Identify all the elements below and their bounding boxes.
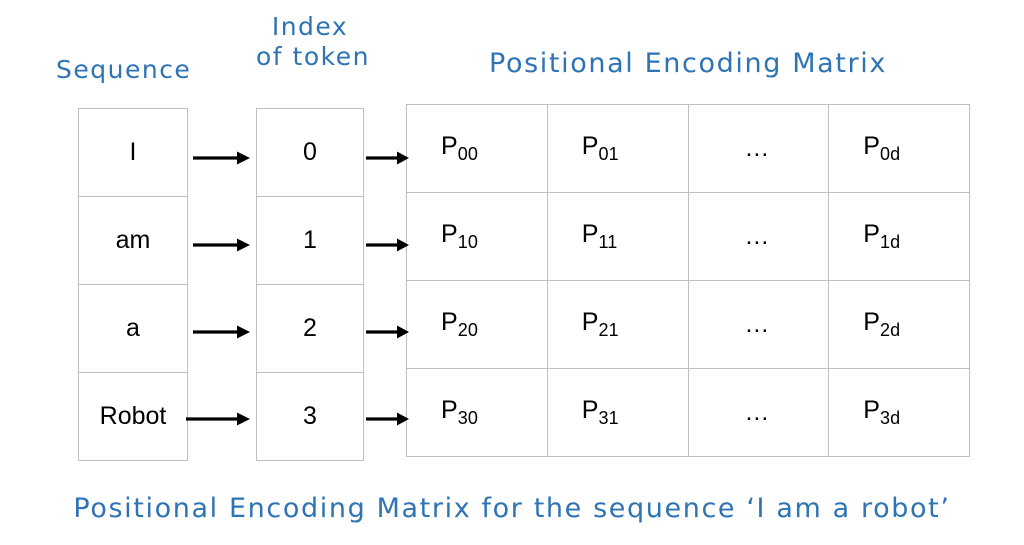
positional-encoding-matrix-table: P00 P01 … P0d P10 P11 … P1d P20 P21 … P2… (406, 104, 970, 457)
matrix-cell-subscript: 0d (879, 144, 901, 164)
matrix-cell: P10 (406, 192, 548, 281)
sequence-column-heading: Sequence (56, 55, 192, 84)
table-row: I (78, 108, 188, 197)
matrix-cell: P00 (406, 104, 548, 193)
matrix-cell-ellipsis: … (687, 192, 830, 281)
table-row: Robot (78, 372, 188, 461)
matrix-cell-subscript: 01 (598, 144, 619, 164)
matrix-cell-base: P (441, 220, 458, 248)
index-heading-line2: of token (256, 41, 370, 71)
right-arrow-icon (193, 324, 251, 340)
matrix-cell-subscript: 21 (598, 320, 619, 340)
matrix-cell-base: P (863, 220, 880, 248)
matrix-cell-ellipsis: … (687, 280, 830, 369)
right-arrow-icon (186, 411, 251, 427)
matrix-cell-ellipsis: … (687, 368, 830, 457)
index-heading-line1: Index (271, 12, 349, 41)
matrix-cell-subscript: 20 (457, 320, 479, 340)
sequence-table: I am a Robot (78, 108, 188, 461)
table-row: 2 (256, 284, 364, 373)
table-row: P10 P11 … P1d (406, 192, 970, 281)
right-arrow-icon (366, 237, 410, 253)
table-row: 0 (256, 108, 364, 197)
table-row: P00 P01 … P0d (406, 104, 970, 193)
right-arrow-icon (366, 411, 410, 427)
matrix-cell: P01 (546, 104, 689, 193)
matrix-cell: P0d (828, 104, 970, 193)
matrix-cell-base: P (863, 132, 880, 160)
matrix-cell-base: P (581, 396, 599, 424)
matrix-cell: P3d (828, 368, 970, 457)
matrix-cell-subscript: 00 (457, 144, 479, 164)
matrix-cell: P1d (828, 192, 970, 281)
matrix-cell: P30 (406, 368, 548, 457)
matrix-cell-base: P (581, 132, 599, 160)
matrix-cell-base: P (863, 396, 880, 424)
matrix-cell-subscript: 2d (879, 320, 901, 340)
matrix-cell-base: P (441, 132, 458, 160)
table-row: P20 P21 … P2d (406, 280, 970, 369)
matrix-cell: P21 (546, 280, 689, 369)
matrix-cell: P20 (406, 280, 548, 369)
table-row: 3 (256, 372, 364, 461)
right-arrow-icon (193, 237, 251, 253)
matrix-cell: P2d (828, 280, 970, 369)
matrix-cell-base: P (441, 308, 458, 336)
matrix-cell-ellipsis: … (687, 104, 830, 193)
sequence-cell: am (78, 196, 188, 285)
matrix-cell: P11 (546, 192, 689, 281)
index-cell: 1 (256, 196, 364, 285)
right-arrow-icon (366, 150, 410, 166)
index-cell: 2 (256, 284, 364, 373)
index-table: 0 1 2 3 (256, 108, 364, 461)
right-arrow-icon (366, 324, 410, 340)
matrix-cell-base: P (581, 308, 599, 336)
index-of-token-heading: Index of token (256, 12, 370, 71)
figure-caption: Positional Encoding Matrix for the seque… (73, 493, 951, 524)
matrix-cell-subscript: 31 (598, 408, 619, 428)
index-cell: 3 (256, 372, 364, 461)
index-cell: 0 (256, 108, 364, 197)
matrix-cell-base: P (863, 308, 880, 336)
matrix-cell-subscript: 10 (457, 232, 479, 252)
matrix-cell-subscript: 1d (879, 232, 901, 252)
matrix-cell-subscript: 3d (879, 408, 901, 428)
table-row: 1 (256, 196, 364, 285)
matrix-cell-subscript: 30 (457, 408, 479, 428)
sequence-cell: Robot (78, 372, 188, 461)
table-row: a (78, 284, 188, 373)
sequence-cell: a (78, 284, 188, 373)
matrix-cell-base: P (581, 220, 599, 248)
matrix-cell: P31 (546, 368, 689, 457)
table-row: am (78, 196, 188, 285)
matrix-cell-subscript: 11 (598, 232, 618, 252)
matrix-cell-base: P (441, 396, 458, 424)
sequence-cell: I (78, 108, 188, 197)
right-arrow-icon (193, 150, 251, 166)
positional-encoding-matrix-heading: Positional Encoding Matrix (489, 48, 887, 79)
table-row: P30 P31 … P3d (406, 368, 970, 457)
